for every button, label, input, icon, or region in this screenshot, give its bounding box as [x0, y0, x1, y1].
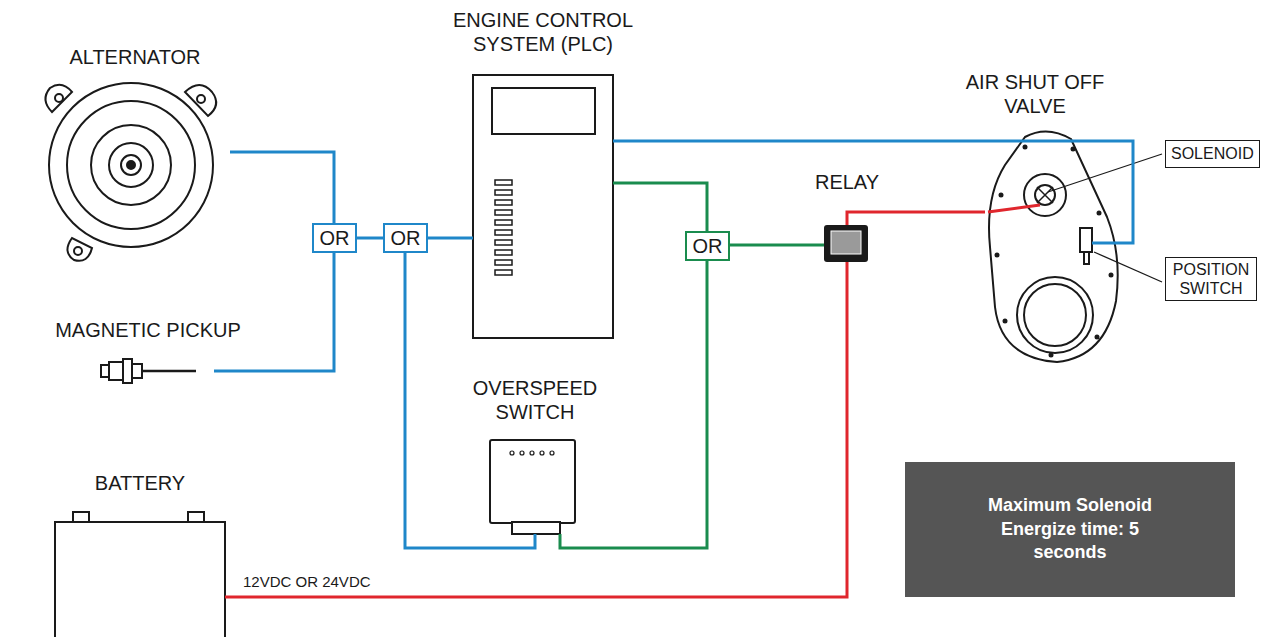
box-text: Maximum Solenoid Energize time: 5 second… [970, 494, 1170, 564]
magnetic-pickup: MAGNETIC PICKUP [18, 318, 278, 388]
position-switch-label: POSITION SWITCH [1165, 257, 1257, 301]
note-box: Maximum Solenoid Energize time: 5 second… [905, 462, 1235, 597]
voltage-label: 12VDC OR 24VDC [243, 573, 371, 590]
wire [357, 237, 383, 240]
box-text: OR [693, 235, 723, 258]
relay-drawing [824, 225, 868, 262]
relay: RELAY [805, 170, 889, 264]
wire [730, 244, 824, 247]
battery: BATTERY [45, 471, 235, 637]
part-heading: AIR SHUT OFF VALVE [955, 70, 1115, 118]
alternator-drawing [45, 83, 216, 261]
wire [230, 152, 334, 223]
or-gate: OR [312, 223, 357, 253]
wire [225, 262, 847, 597]
leader-line [1094, 252, 1162, 282]
or-gate: OR [685, 231, 730, 261]
part-heading: ALTERNATOR [45, 45, 225, 69]
wire [214, 253, 334, 371]
battery-drawing [55, 512, 225, 637]
plc-drawing [473, 75, 613, 338]
part-heading: MAGNETIC PICKUP [23, 318, 273, 342]
part-heading: RELAY [805, 170, 889, 194]
air-shut-off-valve: AIR SHUT OFF VALVE [945, 70, 1125, 367]
engine-control-system: ENGINE CONTROL SYSTEM (PLC) [448, 8, 638, 340]
box-text: OR [320, 227, 350, 250]
wire [613, 141, 1133, 243]
wire-stub [988, 205, 1040, 212]
or-gate: OR [383, 223, 428, 253]
overspeed-switch-drawing [490, 440, 575, 534]
box-text: POSITION SWITCH [1171, 260, 1251, 298]
overspeed-switch: OVERSPEED SWITCH [445, 376, 625, 536]
box-text: SOLENOID [1171, 144, 1254, 163]
wire [405, 253, 535, 548]
magnetic-pickup-drawing [101, 359, 196, 383]
part-heading: OVERSPEED SWITCH [465, 376, 605, 424]
wire [428, 237, 473, 240]
alternator: ALTERNATOR [40, 45, 230, 260]
leader-line [1048, 154, 1162, 192]
wire-stub [1092, 242, 1120, 245]
valve-drawing [989, 131, 1118, 362]
wire [613, 183, 707, 231]
wire [847, 212, 985, 225]
box-text: OR [391, 227, 421, 250]
wire [560, 261, 707, 548]
solenoid-label: SOLENOID [1165, 140, 1260, 168]
part-heading: BATTERY [50, 471, 230, 495]
part-heading: ENGINE CONTROL SYSTEM (PLC) [448, 8, 638, 56]
